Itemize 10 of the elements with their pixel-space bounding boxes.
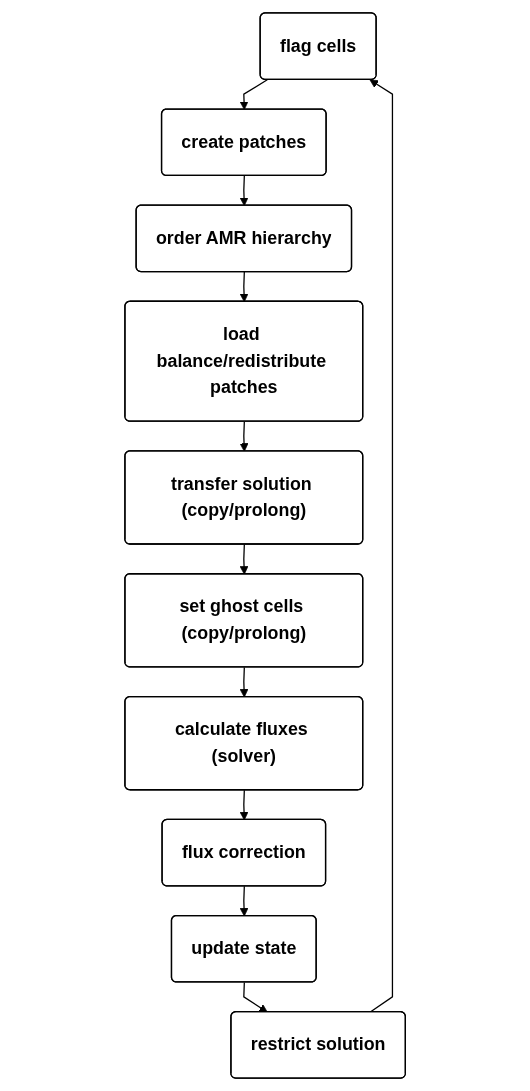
arrow bbox=[239, 543, 249, 575]
arrow bbox=[239, 421, 249, 452]
arrow bbox=[239, 885, 249, 917]
arrow bbox=[239, 271, 249, 303]
arrow bbox=[369, 79, 393, 1013]
arrow bbox=[239, 666, 249, 698]
arrow bbox=[239, 789, 249, 821]
arrow bbox=[243, 981, 268, 1013]
arrow bbox=[239, 79, 268, 110]
arrow bbox=[239, 175, 249, 207]
